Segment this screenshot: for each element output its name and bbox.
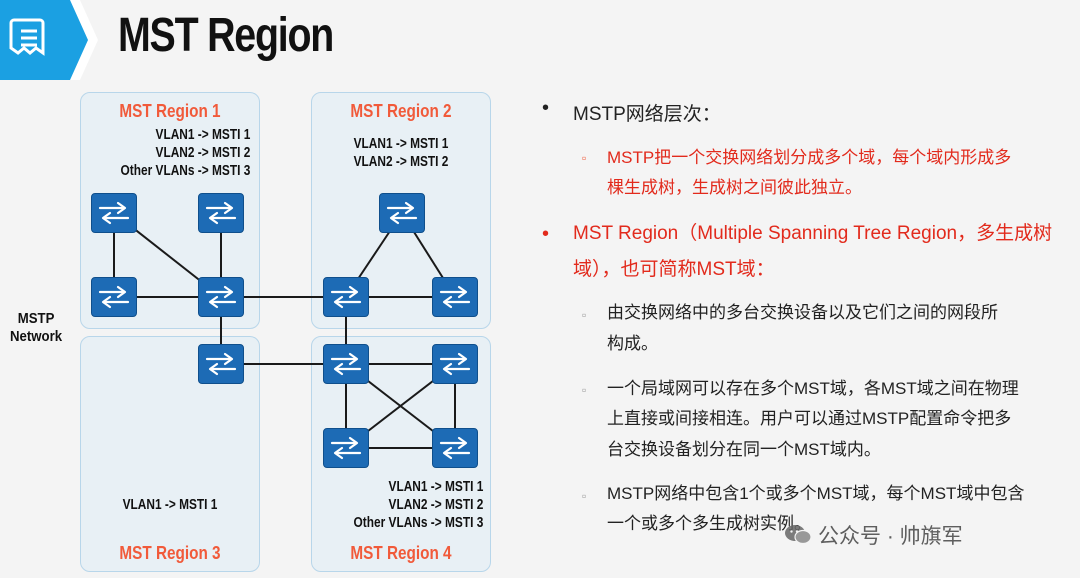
mapping-line: VLAN1 -> MSTI 1 [155,127,250,143]
mapping-line: Other VLANs -> MSTI 3 [120,163,250,179]
bullet-2-sub3-line2: 一个或多个多生成树实例。 [607,514,811,533]
switch-arrows-icon [98,201,130,225]
switch-r4-top-right [432,344,478,384]
mapping-line: Other VLANs -> MSTI 3 [353,515,483,531]
bullet-2-sub1-line2: 构成。 [607,334,658,353]
switch-arrows-icon [386,201,418,225]
region-2-mappings: VLAN1 -> MSTI 1 VLAN2 -> MSTI 2 [348,135,455,171]
title-badge [0,0,98,80]
switch-r2-bottom-right [432,277,478,317]
sub-bullet-dot: ▫ [582,489,587,503]
mapping-line: VLAN2 -> MSTI 2 [353,154,449,170]
bullet-2-sub2-line2: 上直接或间接相连。用户可以通过MSTP配置命令把多 [607,409,1012,428]
bullet-2-sub2-line3: 台交换设备划分在同一个MST域内。 [607,440,881,459]
page-title: MST Region [118,9,334,62]
switch-r4-bottom-left [323,428,369,468]
mapping-line: VLAN2 -> MSTI 2 [388,497,483,513]
document-icon [9,18,45,56]
region-1-label: MST Region 1 [119,101,221,121]
switch-arrows-icon [439,285,471,309]
switch-r2-top [379,193,425,233]
switch-r1-bottom-right [198,277,244,317]
mapping-line: VLAN2 -> MSTI 2 [155,145,250,161]
switch-arrows-icon [205,352,237,376]
switch-arrows-icon [439,436,471,460]
switch-r2-bottom-left [323,277,369,317]
mapping-line: VLAN1 -> MSTI 1 [122,497,218,513]
switch-arrows-icon [330,285,362,309]
switch-r1-bottom-left [91,277,137,317]
bullet-1-sub-line2: 棵生成树，生成树之间彼此独立。 [607,178,862,197]
wechat-icon [785,525,812,545]
switch-r4-bottom-right [432,428,478,468]
switch-r3 [198,344,244,384]
switch-arrows-icon [330,352,362,376]
bullet-1-title: MSTP网络层次： [573,104,721,125]
switch-r1-top-right [198,193,244,233]
sub-bullet-dot: ▫ [582,151,587,165]
region-4-label: MST Region 4 [350,543,452,563]
region-4-mappings: VLAN1 -> MSTI 1 VLAN2 -> MSTI 2 Other VL… [353,478,483,532]
mapping-line: VLAN1 -> MSTI 1 [388,479,483,495]
bullet-dot: • [542,223,550,245]
region-3-label: MST Region 3 [119,543,221,563]
switch-r4-top-left [323,344,369,384]
switch-arrows-icon [439,352,471,376]
bullet-2-sub3-line1: MSTP网络中包含1个或多个MST域，每个MST域中包含 [607,484,1025,503]
switch-arrows-icon [205,201,237,225]
switch-arrows-icon [330,436,362,460]
bullet-2-title-line2: 域），也可简称MST域： [573,259,775,280]
bullet-1-sub-line1: MSTP把一个交换网络划分成多个域，每个域内形成多 [607,148,1012,167]
switch-arrows-icon [205,285,237,309]
mapping-line: VLAN1 -> MSTI 1 [353,136,449,152]
region-1-mappings: VLAN1 -> MSTI 1 VLAN2 -> MSTI 2 Other VL… [120,126,250,180]
sub-bullet-dot: ▫ [582,308,587,322]
mstp-network-label: MSTP Network [10,310,63,345]
watermark: 公众号 · 帅旗军 [784,520,963,550]
switch-r1-top-left [91,193,137,233]
region-3-mappings: VLAN1 -> MSTI 1 [117,496,224,514]
region-2-label: MST Region 2 [350,101,452,121]
bullet-dot: • [542,97,550,119]
bullet-2-title-line1: MST Region（Multiple Spanning Tree Region… [573,223,1053,244]
sub-bullet-dot: ▫ [582,383,587,397]
watermark-text: 公众号 · 帅旗军 [818,525,963,548]
switch-arrows-icon [98,285,130,309]
bullet-2-sub2-line1: 一个局域网可以存在多个MST域，各MST域之间在物理 [607,379,1019,398]
bullet-2-sub1-line1: 由交换网络中的多台交换设备以及它们之间的网段所 [607,303,998,322]
